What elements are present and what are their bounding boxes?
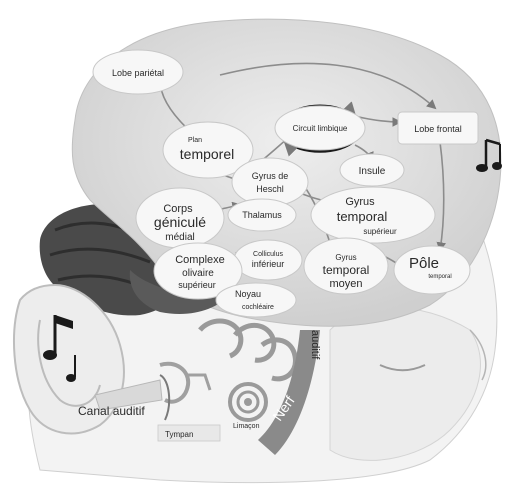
node-label: Heschl bbox=[256, 184, 284, 194]
node-label: Colliculus bbox=[253, 251, 283, 258]
node-label: cochléaire bbox=[242, 304, 274, 311]
node-label: Gyrus bbox=[335, 253, 356, 262]
node-gyrus-temporal-moyen: Gyrus temporal moyen bbox=[304, 238, 388, 294]
node-circuit-limbique: Circuit limbique bbox=[275, 106, 365, 150]
node-pole-temporal: Pôle temporal bbox=[394, 246, 470, 294]
label-auditif: auditif bbox=[309, 330, 321, 360]
node-label: Circuit limbique bbox=[293, 124, 348, 133]
node-label: Noyau bbox=[235, 289, 261, 299]
node-label: Insule bbox=[359, 166, 386, 177]
node-gyrus-temporal-superieur: Gyrus temporal supérieur bbox=[311, 187, 435, 243]
node-label: Lobe pariétal bbox=[112, 68, 164, 78]
node-label: supérieur bbox=[178, 280, 216, 290]
label-limacon: Limaçon bbox=[233, 423, 260, 430]
node-label-small: Plan bbox=[188, 137, 202, 144]
node-label: inférieur bbox=[252, 259, 285, 269]
node-label: temporal bbox=[337, 209, 388, 224]
node-label: Lobe frontal bbox=[414, 124, 462, 134]
label-canal-auditif: Canal auditif bbox=[78, 404, 145, 418]
node-label: Thalamus bbox=[242, 210, 282, 220]
node-colliculus-inferieur: Colliculus inférieur bbox=[234, 240, 302, 280]
node-label: Pôle bbox=[409, 255, 439, 272]
node-label: olivaire bbox=[182, 268, 214, 279]
node-corps-genicule-medial: Corps géniculé médial bbox=[136, 188, 224, 248]
node-label: Complexe bbox=[175, 254, 225, 266]
node-gyrus-heschl: Gyrus de Heschl bbox=[232, 158, 308, 206]
node-thalamus: Thalamus bbox=[228, 199, 296, 231]
node-label: temporel bbox=[180, 146, 234, 162]
node-insule: Insule bbox=[340, 154, 404, 186]
node-noyau-cochleaire: Noyau cochléaire bbox=[216, 283, 296, 317]
node-lobe-parietal: Lobe pariétal bbox=[93, 50, 183, 94]
node-label: moyen bbox=[329, 278, 362, 290]
node-label: géniculé bbox=[154, 214, 206, 230]
label-tympan-box: Tympan bbox=[158, 425, 220, 441]
node-label-small: temporal bbox=[428, 274, 451, 280]
node-label: médial bbox=[165, 232, 194, 243]
label-tympan: Tympan bbox=[165, 430, 193, 439]
node-label: temporal bbox=[323, 263, 370, 277]
node-label: supérieur bbox=[363, 227, 397, 236]
node-lobe-frontal: Lobe frontal bbox=[398, 112, 478, 144]
node-label: Gyrus bbox=[345, 196, 375, 208]
node-label: Gyrus de bbox=[252, 171, 289, 181]
